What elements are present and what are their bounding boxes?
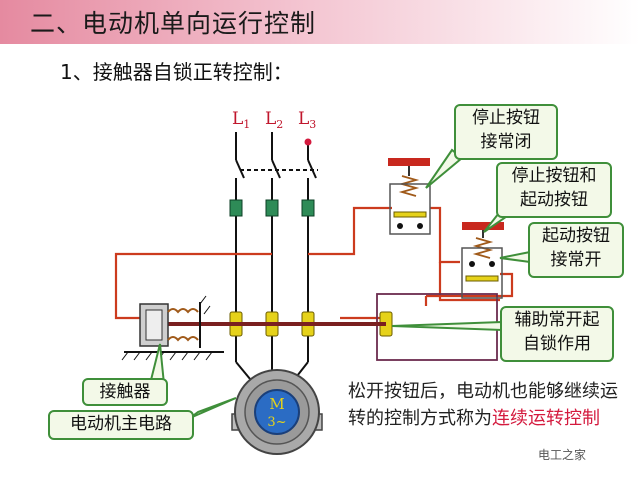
callout-start-no-line1: 起动按钮 [542,226,610,246]
callout-stop-nc: 停止按钮 接常闭 [454,104,558,160]
callout-aux-line1: 辅助常开起 [514,310,600,330]
knife-switch [235,159,318,179]
callout-contactor: 接触器 [82,378,168,406]
l3-tap-dot [304,138,312,146]
phase-label-l1: L1 [232,109,250,131]
note-highlight: 连续运转控制 [492,408,600,429]
motor-label-phase: 3~ [267,415,286,430]
watermark-text: 电工之家 [538,448,587,462]
note-text: 松开按钮后，电动机也能够继续运转的控制方式称为 [348,381,618,429]
callout-main-circuit-text: 电动机主电路 [70,414,172,434]
callout-stop-nc-line1: 停止按钮 [472,108,540,128]
callout-main-circuit: 电动机主电路 [48,410,194,440]
main-circuit-wires [235,132,309,386]
callout-contactor-text: 接触器 [99,382,151,402]
contactor-coil [121,295,224,361]
motor: M 3~ [231,369,323,455]
callout-stop-start-line1: 停止按钮和 [511,166,597,186]
start-button [461,222,504,299]
fuses [229,199,315,217]
callout-stop-nc-line2: 接常闭 [480,132,532,152]
explanation-note: 松开按钮后，电动机也能够继续运转的控制方式称为连续运转控制 [348,378,618,432]
callout-start-no: 起动按钮 接常开 [528,222,624,278]
callout-stop-start-line2: 起动按钮 [520,190,588,210]
stop-button [388,158,431,235]
callout-aux-line2: 自锁作用 [523,334,591,354]
phase-label-l2: L2 [265,109,283,131]
control-circuit-wires [114,206,514,320]
callout-stop-start: 停止按钮和 起动按钮 [496,162,612,218]
motor-label-m: M [269,395,284,413]
slide-subtitle: 1、接触器自锁正转控制： [60,60,293,84]
watermark: 电工之家 [538,446,586,463]
phase-label-l3: L3 [298,109,316,131]
title-bar [0,0,640,44]
callout-start-no-line2: 接常开 [550,250,602,270]
slide-title: 二、电动机单向运行控制 [30,9,317,38]
callout-aux-contact: 辅助常开起 自锁作用 [500,306,614,362]
